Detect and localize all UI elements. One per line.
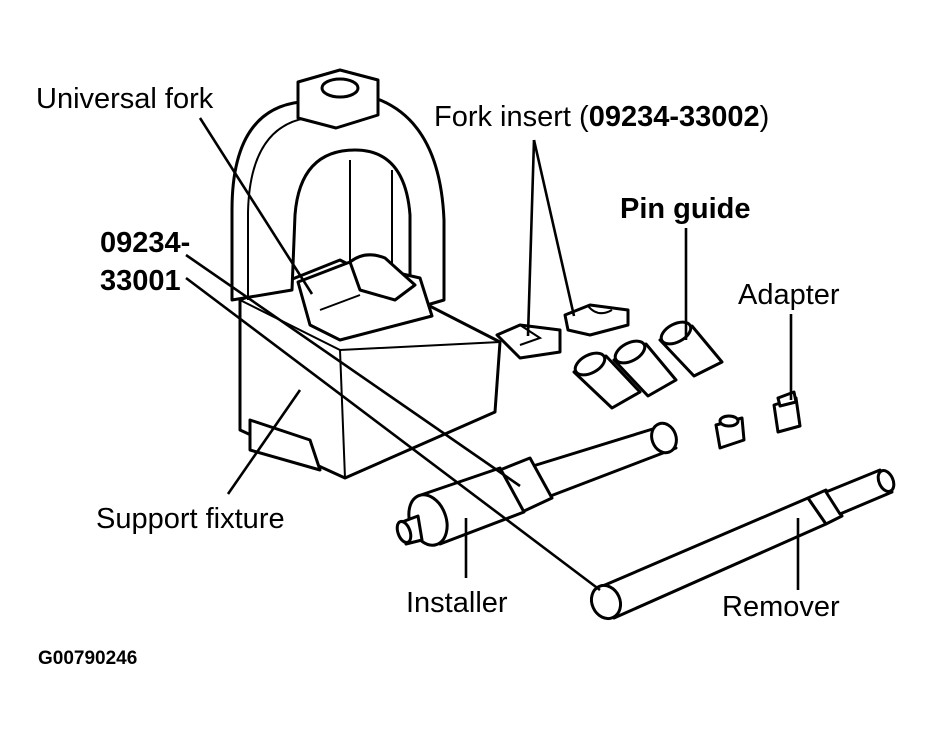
label-installer: Installer bbox=[406, 587, 508, 619]
fork-arch bbox=[230, 88, 446, 312]
fork-top-hole bbox=[320, 77, 360, 99]
support-fixture-block bbox=[238, 258, 502, 480]
support-fixture-assembly bbox=[238, 258, 502, 480]
label-universal-fork: Universal fork bbox=[36, 83, 214, 115]
label-part-number-line1: 09234- bbox=[100, 227, 190, 259]
label-pin-guide: Pin guide bbox=[620, 193, 751, 225]
label-part-number-line2: 33001 bbox=[100, 265, 181, 297]
fork-clamp bbox=[348, 253, 417, 302]
adapter-1 bbox=[714, 414, 746, 450]
remover bbox=[589, 468, 896, 621]
leader-lines bbox=[185, 117, 800, 592]
leader-fork-insert-a bbox=[526, 139, 536, 337]
label-support-fixture: Support fixture bbox=[96, 503, 285, 535]
leader-support-fixture bbox=[226, 389, 302, 495]
support-fixture-leg bbox=[248, 418, 322, 472]
label-fork-insert: Fork insert (09234-33002) bbox=[434, 101, 769, 133]
label-remover: Remover bbox=[722, 591, 840, 623]
installer bbox=[395, 421, 678, 547]
fork-insert-left bbox=[495, 323, 562, 360]
pin-guide-2 bbox=[612, 339, 678, 398]
leader-universal-fork bbox=[198, 117, 314, 295]
leader-remover-part-number bbox=[185, 276, 601, 592]
pin-guide-1 bbox=[572, 351, 642, 410]
fork-insert-right bbox=[563, 303, 630, 337]
adapter-2 bbox=[772, 390, 802, 434]
label-adapter: Adapter bbox=[738, 279, 840, 311]
universal-fork bbox=[230, 68, 446, 342]
leader-installer-part-number bbox=[185, 253, 521, 488]
pin-guide-3 bbox=[658, 320, 724, 378]
figure-code: G00790246 bbox=[38, 648, 137, 669]
leader-fork-insert-b bbox=[532, 139, 576, 317]
